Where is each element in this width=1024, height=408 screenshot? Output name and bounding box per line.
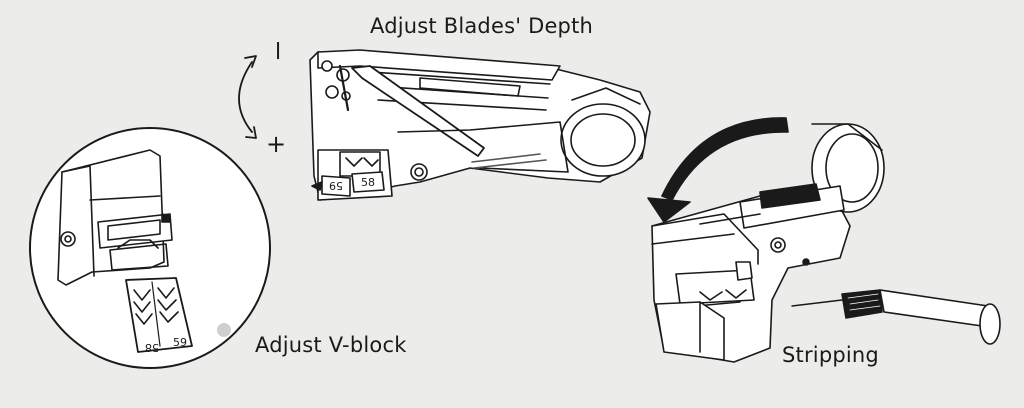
decrease-depth-symbol: l: [275, 40, 282, 65]
rotation-arrow-icon: [647, 117, 789, 223]
blade-number-top-right: 58: [361, 176, 375, 189]
adjust-blades-depth-label: Adjust Blades' Depth: [370, 14, 594, 38]
blade-number-detail-right: 59: [173, 336, 187, 349]
blade-number-detail-left: 58: [145, 341, 159, 354]
blade-number-top-left: 59: [329, 179, 343, 192]
stripper-tool-stripping: [651, 123, 1001, 363]
adjust-v-block-label: Adjust V-block: [255, 333, 407, 357]
increase-depth-symbol: +: [266, 130, 287, 158]
stripping-label: Stripping: [782, 343, 879, 367]
stripper-tool-top: [309, 49, 651, 201]
depth-adjust-arrow-icon: [238, 55, 257, 139]
v-block-detail-view: [29, 127, 271, 369]
